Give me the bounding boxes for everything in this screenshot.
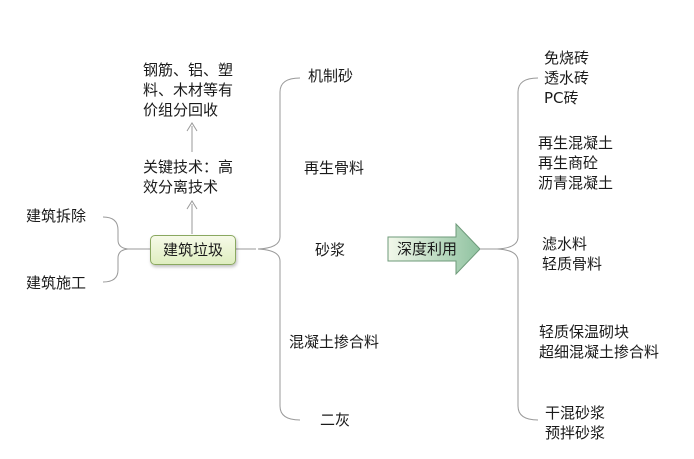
product-item: 机制砂 [308, 67, 354, 85]
center-node: 建筑垃圾 [150, 235, 236, 265]
deep-use-arrow [387, 222, 481, 276]
use-item: 预拌砂浆 [545, 424, 606, 442]
use-item: 轻质骨料 [542, 255, 603, 273]
use-item: 轻质保温砌块 [539, 323, 630, 341]
recovery-line: 钢筋、铝、塑 [143, 61, 234, 79]
use-item: 干混砂浆 [545, 404, 606, 422]
deep-use-label: 深度利用 [396, 240, 457, 258]
key-technology: 关键技术：高 效分离技术 [143, 157, 233, 197]
uses-bracket [496, 77, 539, 421]
use-item: 滤水料 [542, 235, 588, 253]
recovery-line: 料、木材等有 [143, 81, 234, 99]
use-group: 轻质保温砌块 超细混凝土掺合料 [539, 322, 659, 362]
source-bracket [102, 216, 129, 283]
recovery-line: 价组分回收 [143, 101, 219, 119]
source-construction: 建筑施工 [26, 274, 87, 292]
product-item: 再生骨料 [304, 159, 365, 177]
use-item: 免烧砖 [544, 49, 590, 67]
key-tech-line: 关键技术：高 [143, 158, 234, 176]
use-group: 滤水料 轻质骨料 [542, 234, 602, 274]
use-group: 干混砂浆 预拌砂浆 [545, 403, 605, 443]
recovery-note: 钢筋、铝、塑 料、木材等有 价组分回收 [143, 60, 233, 120]
use-item: 超细混凝土掺合料 [539, 343, 660, 361]
use-item: 透水砖 [544, 69, 590, 87]
arrow-up-tech-head [186, 200, 198, 210]
use-item: 沥青混凝土 [538, 174, 614, 192]
source-demolition: 建筑拆除 [26, 207, 87, 225]
use-group: 免烧砖 透水砖 PC砖 [544, 48, 589, 108]
product-item: 混凝土掺合料 [289, 333, 380, 351]
key-tech-line: 效分离技术 [143, 178, 219, 196]
product-bracket [257, 77, 301, 421]
use-group: 再生混凝土 再生商砼 沥青混凝土 [538, 133, 613, 193]
product-item: 砂浆 [315, 241, 346, 259]
use-item: 再生商砼 [538, 154, 599, 172]
use-item: 再生混凝土 [538, 134, 614, 152]
arrow-up-recovery-head [186, 122, 198, 132]
product-item: 二灰 [320, 411, 351, 429]
use-item: PC砖 [544, 89, 579, 107]
